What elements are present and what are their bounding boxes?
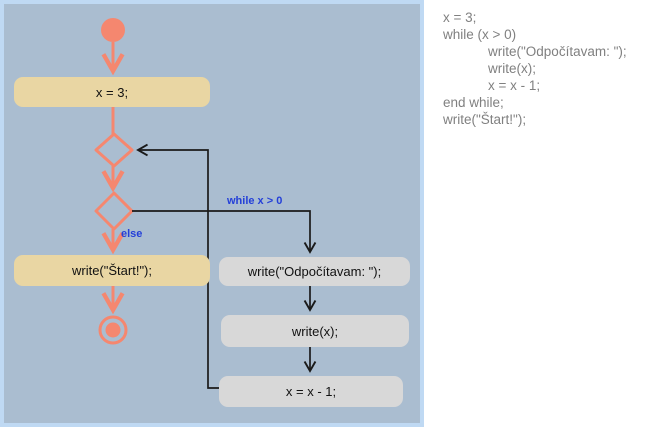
action-label: write("Štart!"); [71, 263, 152, 278]
code-line: while (x > 0) [443, 27, 517, 42]
decision-diamond [94, 191, 134, 231]
action-node-decrement-x: x = x - 1; [219, 376, 403, 407]
action-label: write(x); [291, 323, 339, 339]
guard-label-else: else [121, 228, 143, 240]
main-flow [94, 18, 134, 345]
end-node-ring [98, 315, 128, 345]
code-line: write("Štart!"); [443, 112, 527, 127]
merge-diamond [94, 132, 134, 168]
code-line: end while; [443, 95, 504, 110]
action-label: x = x - 1; [285, 384, 337, 399]
code-line: x = 3; [443, 10, 477, 25]
guard-label-while: while x > 0 [227, 195, 283, 207]
action-label: x = 3; [95, 84, 129, 100]
code-line: x = x - 1; [488, 78, 541, 93]
code-panel: x = 3; while (x > 0) write("Odpočítavam:… [424, 0, 655, 430]
code-line: write("Odpočítavam: "); [488, 44, 627, 59]
action-node-write-start: write("Štart!"); [14, 255, 210, 286]
action-node-write-x: write(x); [221, 315, 409, 347]
flow-connectors [94, 18, 317, 389]
start-node [101, 18, 125, 42]
activity-diagram-panel [0, 0, 424, 427]
edge-while-branch [132, 210, 317, 254]
action-label: write("Odpočítavam: "); [247, 264, 382, 279]
action-node-assign-x: x = 3; [14, 77, 210, 107]
action-node-write-odpocitavam: write("Odpočítavam: "); [219, 257, 410, 286]
code-line: write(x); [488, 61, 536, 76]
end-node-dot [105, 322, 121, 338]
